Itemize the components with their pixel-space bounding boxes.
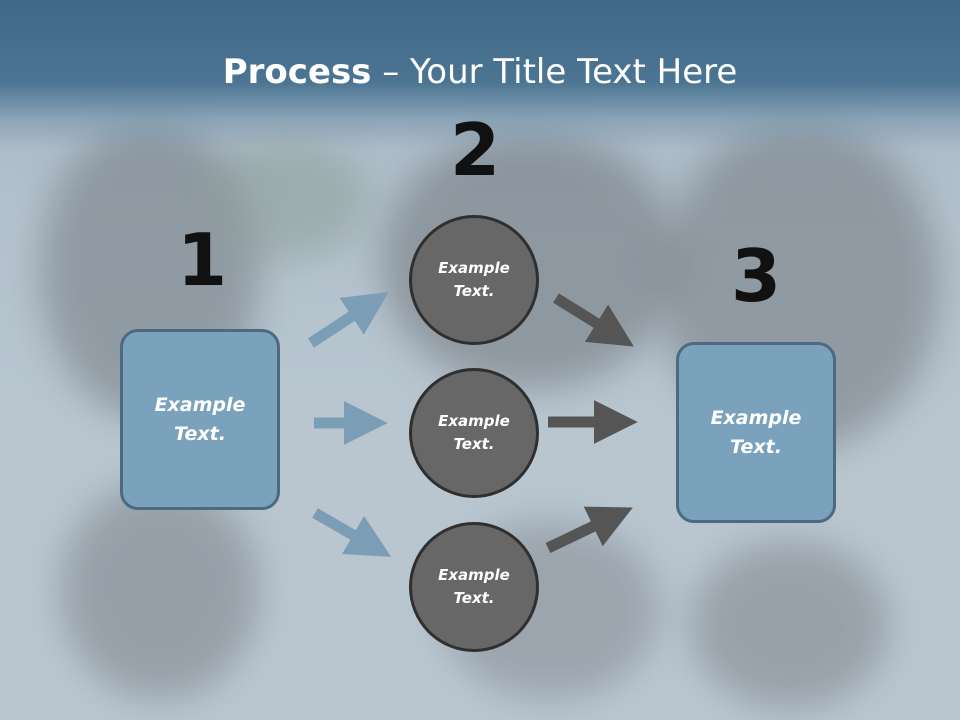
left-box-text: Example Text. — [155, 391, 246, 449]
arrow-top-to-right — [553, 293, 634, 347]
arrow-left-to-top — [307, 292, 389, 348]
circle-bottom: Example Text. — [409, 522, 539, 652]
circle-top-line-2: Text. — [453, 282, 495, 300]
title-rest: – Your Title Text Here — [371, 52, 738, 92]
circle-bottom-line-1: Example — [438, 566, 510, 584]
right-text-box: Example Text. — [676, 342, 836, 523]
step-number-2: 2 — [450, 108, 501, 192]
step-number-3: 3 — [731, 234, 782, 318]
circle-middle-line-1: Example — [438, 412, 510, 430]
arrow-bottom-to-right — [545, 506, 633, 553]
right-box-line-1: Example — [710, 406, 802, 429]
left-box-line-1: Example — [154, 393, 246, 416]
right-box-text: Example Text. — [711, 404, 802, 462]
slide-title: Process – Your Title Text Here — [0, 52, 960, 92]
title-bold: Process — [222, 52, 372, 92]
circle-middle-line-2: Text. — [453, 435, 495, 453]
left-box-line-2: Text. — [174, 422, 226, 445]
arrow-left-to-bottom — [312, 508, 392, 557]
step-number-1: 1 — [177, 218, 228, 302]
circle-top-line-1: Example — [438, 259, 510, 277]
circle-top: Example Text. — [409, 215, 539, 345]
title-band — [0, 0, 960, 150]
circle-bottom-line-2: Text. — [453, 589, 495, 607]
circle-middle: Example Text. — [409, 368, 539, 498]
left-text-box: Example Text. — [120, 329, 280, 510]
right-box-line-2: Text. — [730, 435, 782, 458]
